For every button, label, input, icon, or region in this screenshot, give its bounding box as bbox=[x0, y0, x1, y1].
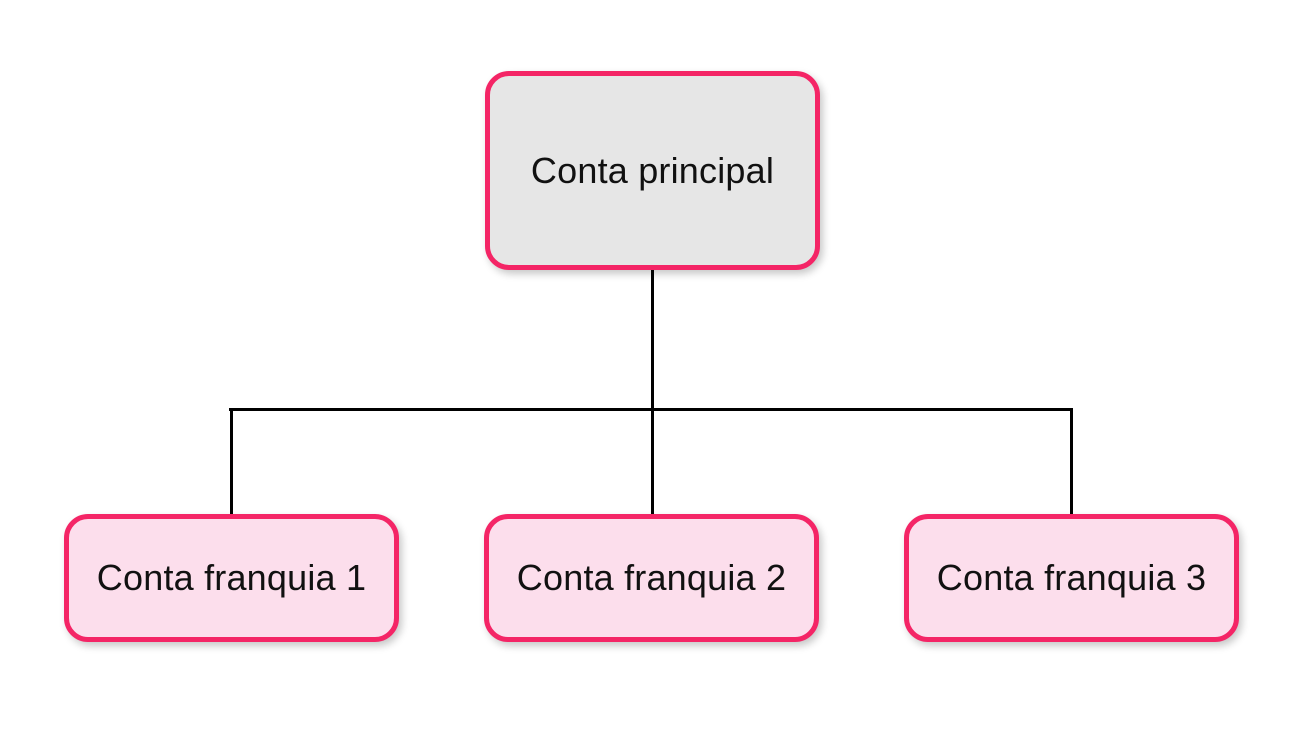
node-root-label: Conta principal bbox=[530, 149, 775, 191]
node-child-1-label: Conta franquia 1 bbox=[96, 557, 367, 599]
node-child-3-label: Conta franquia 3 bbox=[936, 557, 1207, 599]
connector-horizontal-bus bbox=[229, 408, 1073, 411]
node-child-2-label: Conta franquia 2 bbox=[516, 557, 787, 599]
connector-bus-to-child-1 bbox=[230, 408, 233, 514]
node-child-conta-franquia-2: Conta franquia 2 bbox=[484, 514, 819, 642]
node-child-conta-franquia-1: Conta franquia 1 bbox=[64, 514, 399, 642]
connector-bus-to-child-3 bbox=[1070, 408, 1073, 514]
connector-root-to-bus bbox=[651, 270, 654, 514]
node-root-conta-principal: Conta principal bbox=[485, 71, 820, 270]
node-child-conta-franquia-3: Conta franquia 3 bbox=[904, 514, 1239, 642]
